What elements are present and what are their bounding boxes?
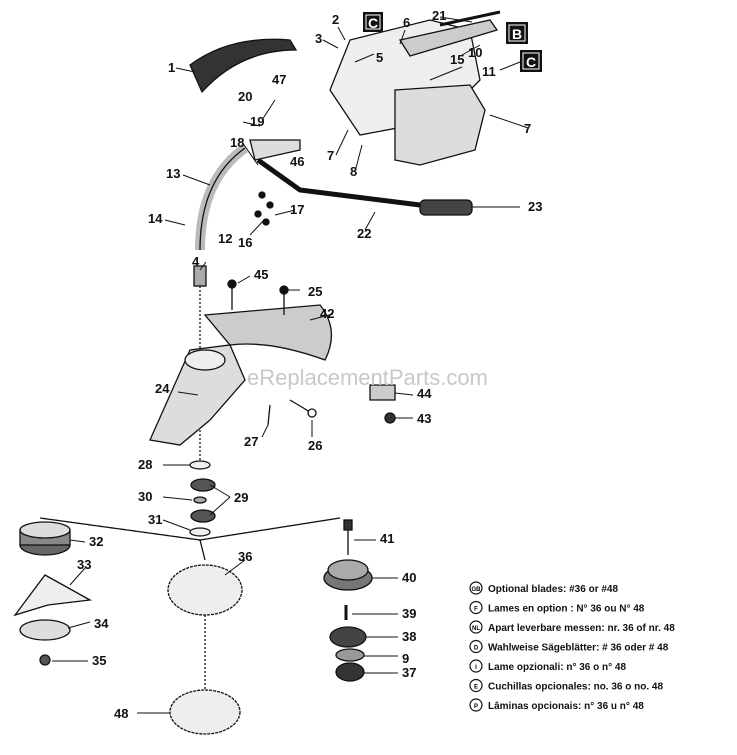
part-number-label: 32 [89,534,103,549]
part-number-label: 11 [482,64,496,79]
part-number-label: 37 [402,665,416,680]
part-number-label: 38 [402,629,416,644]
part-number-label: 21 [432,8,446,23]
three-tooth-blade-part [13,574,93,617]
saw-blade-48-part [169,689,241,735]
ref-box-c1: C [363,12,383,32]
language-icon [469,678,483,693]
saw-blade-36-part [167,564,243,616]
part-number-label: 10 [468,45,482,60]
language-icon-label: NL [472,626,480,632]
part-number-label: 35 [92,653,106,668]
language-icon [469,600,483,615]
legend-item: Lames en option : N° 36 ou N° 48 [488,604,645,615]
ref-box-c2: C [520,50,542,72]
legend-item: Wahlweise Sägeblätter: # 36 oder # 48 [488,643,669,654]
part-number-label: 16 [238,235,252,250]
part-number-label: 44 [417,386,432,401]
part-number-label: 23 [528,199,542,214]
language-icon-label: F [474,607,478,613]
part-number-label: 45 [254,267,268,282]
legend-item: Optional blades: #36 or #48 [488,584,618,595]
part-labels: 1234567789101112131415161718192021222324… [77,8,542,721]
legend-item: Apart leverbare messen: nr. 36 of nr. 48 [488,623,675,634]
part-number-label: 22 [357,226,371,241]
part-number-label: 34 [94,616,109,631]
language-icon-label: P [474,704,478,710]
part-number-label: 48 [114,706,128,721]
part-number-label: 46 [290,154,304,169]
ref-box-label: C [526,54,536,70]
part-number-label: 27 [244,434,258,449]
part-number-label: 7 [524,121,531,136]
language-icon [469,698,483,712]
blade-34-part [19,619,71,641]
part-number-label: 17 [290,202,304,217]
part-number-label: 18 [230,135,244,150]
part-number-label: 3 [315,31,322,46]
part-number-label: 4 [192,254,200,269]
part-number-label: 33 [77,557,91,572]
part-number-label: 7 [327,148,334,163]
part-number-label: 6 [403,15,410,30]
ref-box-label: C [368,15,378,31]
language-icon [469,581,483,595]
part-number-label: 5 [376,50,383,65]
part-number-label: 36 [238,549,252,564]
language-icon-label: GB [472,587,482,593]
washer-part [189,460,211,470]
part-number-label: 42 [320,306,334,321]
language-icon-label: I [475,665,477,671]
ref-box-label: B [512,26,522,42]
bracket-part [249,139,301,161]
part-number-label: 14 [148,211,163,226]
part-number-label: 31 [148,512,162,527]
watermark: eReplacementParts.com [247,365,488,390]
part-number-label: 20 [238,89,252,104]
part-number-label: 26 [308,438,322,453]
part-number-label: 13 [166,166,180,181]
part-number-label: 30 [138,489,152,504]
legend-item: Lâminas opcionais: n° 36 u n° 48 [488,701,644,712]
part-number-label: 43 [417,411,431,426]
language-icon [469,620,483,634]
clamp-housing-part [394,84,486,166]
connector-part [193,265,207,287]
language-icon [469,659,483,673]
language-icon-label: E [474,685,478,691]
part-number-label: 9 [402,651,409,666]
part-number-label: 25 [308,284,322,299]
part-number-label: 2 [332,12,339,27]
legend-item: Lame opzionali: n° 36 o n° 48 [488,662,626,673]
grip-part [419,199,473,216]
legend-item: Cuchillas opcionales: no. 36 o no. 48 [488,682,663,693]
part-number-label: 8 [350,164,357,179]
part-number-label: 1 [168,60,175,75]
blade-guard-part [203,304,332,361]
part-number-label: 40 [402,570,416,585]
part-number-label: 39 [402,606,416,621]
engine-tube-part [398,19,499,57]
part-number-label: 24 [155,381,170,396]
legend: GB Optional blades: #36 or #48F Lames en o… [469,581,675,712]
part-number-label: 41 [380,531,394,546]
part-number-label: 29 [234,490,248,505]
language-icon [469,639,483,654]
part-number-label: 19 [250,114,264,129]
ref-box-b: B [506,22,528,44]
shield-part [189,38,298,94]
part-number-label: 47 [272,72,286,87]
part-number-label: 15 [450,52,464,67]
part-number-label: 12 [218,231,232,246]
language-icon-label: D [474,646,479,652]
part-number-label: 28 [138,457,152,472]
